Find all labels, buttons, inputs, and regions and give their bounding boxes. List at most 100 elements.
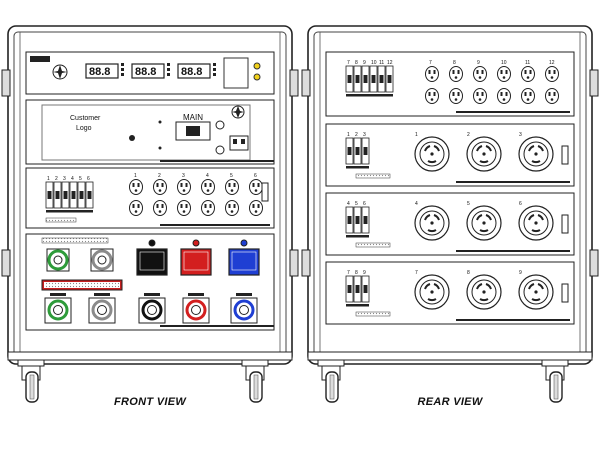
rear-outlet-top-2-face: [449, 66, 463, 82]
rear-top-breaker-toggle-6[interactable]: [387, 75, 392, 83]
front-outlet-bottom-1[interactable]: [129, 200, 143, 216]
front-number-1: 1: [47, 176, 50, 182]
rear-outlet-bottom-2-face: [449, 88, 463, 104]
rear-outlet-top-5[interactable]: [521, 66, 535, 82]
twist-2-breaker-toggle-2[interactable]: [355, 216, 360, 224]
front-outlet-top-4[interactable]: [201, 179, 215, 195]
gfci-receptacle[interactable]: [229, 135, 249, 151]
front-outlet-top-5[interactable]: [225, 179, 239, 195]
twistlock-blade-c-2-3: [531, 229, 541, 233]
front-breaker-toggle-5[interactable]: [79, 191, 84, 199]
twist-1-breaker-toggle-3[interactable]: [363, 147, 368, 155]
front-outlet-top-6-ground: [254, 189, 258, 192]
rear-top-breaker-toggle-5[interactable]: [379, 75, 384, 83]
main-panel-inner: [41, 104, 251, 161]
twist-3-breaker-toggle-3[interactable]: [363, 285, 368, 293]
camlock-top-cover-4[interactable]: [180, 248, 212, 276]
front-breaker-toggle-2[interactable]: [55, 191, 60, 199]
twist-1-breaker-toggle-1[interactable]: [347, 147, 352, 155]
front-number-6: 6: [87, 176, 90, 182]
rear-outlet-bottom-4[interactable]: [497, 88, 511, 104]
front-outlet-bottom-6-slot-left: [252, 204, 255, 208]
twist-3-number-2: 8: [355, 270, 358, 276]
front-outlet-top-5-slot-right: [233, 183, 236, 187]
front-outlet-top-6[interactable]: [249, 179, 263, 195]
rear-bottom-rail: [307, 351, 593, 361]
front-outlet-bottom-2[interactable]: [153, 200, 167, 216]
front-outlet-top-5-face: [225, 179, 239, 195]
front-outlet-top-1[interactable]: [129, 179, 143, 195]
twist-2-breaker-toggle-1[interactable]: [347, 216, 352, 224]
rear-outlet-bottom-1[interactable]: [425, 88, 439, 104]
rear-outlet-top-6-ground: [550, 76, 554, 79]
main-breaker-handle[interactable]: [186, 126, 200, 136]
twistlock-panel-brand-strip-1: [355, 173, 391, 179]
twistlock-blade-c-2-2: [479, 229, 489, 233]
front-outlet-top-3-slot-right: [185, 183, 188, 187]
twistlock-center-2-1: [430, 221, 434, 225]
front-outlet-bottom-5-slot-left: [228, 204, 231, 208]
rear-outlet-top-1-slot-right: [433, 70, 436, 74]
rear-left-caster: [317, 359, 345, 403]
twistlock-panel-handle-2: [561, 214, 569, 234]
rear-top-breaker-toggle-2[interactable]: [355, 75, 360, 83]
rear-outlet-bottom-5[interactable]: [521, 88, 535, 104]
front-outlet-bottom-4[interactable]: [201, 200, 215, 216]
rear-outlet-bottom-3[interactable]: [473, 88, 487, 104]
rear-view-caption: REAR VIEW: [417, 396, 483, 408]
front-outlet-top-4-slot-right: [209, 183, 212, 187]
rear-outlet-top-6[interactable]: [545, 66, 559, 82]
rear-outlet-bottom-4-slot-left: [500, 92, 503, 96]
front-breaker-toggle-3[interactable]: [63, 191, 68, 199]
rear-outlet-bottom-2[interactable]: [449, 88, 463, 104]
twist-3-breaker-toggle-2[interactable]: [355, 285, 360, 293]
twistlock-label-1-2: 2: [467, 132, 470, 138]
rear-top-breaker-toggle-4[interactable]: [371, 75, 376, 83]
rear-outlet-bottom-3-ground: [478, 98, 482, 101]
front-outlet-bottom-5[interactable]: [225, 200, 239, 216]
twist-3-bank-rail: [346, 304, 369, 307]
twistlock-blade-b-2-2: [485, 214, 492, 221]
rear-right-latch-top: [589, 69, 599, 97]
front-outlet-bottom-5-face: [225, 200, 239, 216]
camlock-top-cover-5[interactable]: [228, 248, 260, 276]
rear-top-breaker-toggle-3[interactable]: [363, 75, 368, 83]
front-outlet-bottom-1-slot-right: [137, 204, 140, 208]
front-outlet-top-3-slot-left: [180, 183, 183, 187]
twistlock-blade-c-3-3: [531, 298, 541, 302]
rear-top-number-1: 7: [347, 60, 350, 66]
rear-outlet-top-2-slot-right: [457, 70, 460, 74]
rear-outlet-top-5-slot-right: [529, 70, 532, 74]
twist-3-breaker-toggle-1[interactable]: [347, 285, 352, 293]
rear-outlet-top-1-slot-left: [428, 70, 431, 74]
meter-phase-led-1-3: [121, 73, 124, 76]
twist-2-breaker-toggle-3[interactable]: [363, 216, 368, 224]
front-outlet-top-2[interactable]: [153, 179, 167, 195]
rear-outlet-top-2[interactable]: [449, 66, 463, 82]
camlock-top-cover-3[interactable]: [136, 248, 168, 276]
front-breaker-toggle-4[interactable]: [71, 191, 76, 199]
twistlock-blade-b-1-2: [485, 145, 492, 152]
rear-outlet-top-4[interactable]: [497, 66, 511, 82]
front-outlet-bottom-6[interactable]: [249, 200, 263, 216]
rear-top-breaker-toggle-1[interactable]: [347, 75, 352, 83]
twistlock-center-1-3: [534, 152, 538, 156]
camlock-bottom-tab-4: [188, 293, 204, 296]
twist-1-breaker-toggle-2[interactable]: [355, 147, 360, 155]
rear-outlet-top-1[interactable]: [425, 66, 439, 82]
front-outlet-top-3[interactable]: [177, 179, 191, 195]
twistlock-center-3-2: [482, 290, 486, 294]
rear-outlet-bottom-6[interactable]: [545, 88, 559, 104]
rear-outlet-group-label-5: 11: [525, 60, 530, 66]
twistlock-blade-c-3-2: [479, 298, 489, 302]
twist-3-number-1: 7: [347, 270, 350, 276]
front-outlet-bottom-1-face: [129, 200, 143, 216]
front-breaker-toggle-6[interactable]: [87, 191, 92, 199]
front-outlet-bottom-3[interactable]: [177, 200, 191, 216]
rear-outlet-top-1-face: [425, 66, 439, 82]
outlet-panel-base-strip: [160, 224, 270, 226]
rear-outlet-top-3[interactable]: [473, 66, 487, 82]
pilot-light-1: [215, 120, 225, 130]
front-breaker-toggle-1[interactable]: [47, 191, 52, 199]
rear-outlet-bottom-4-slot-right: [505, 92, 508, 96]
